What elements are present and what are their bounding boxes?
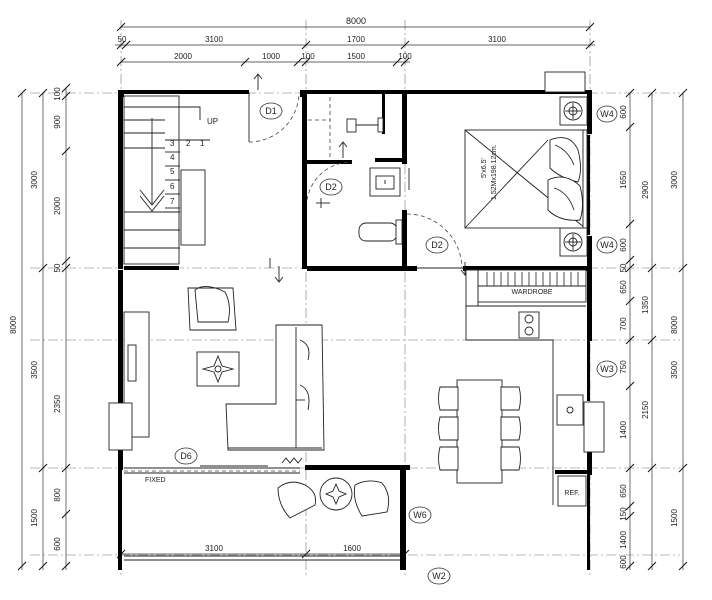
top-dimensions: 8000 50 3100 1700 3100 2000 1000 100 150… — [115, 16, 595, 67]
dim-left-1500: 1500 — [30, 509, 39, 527]
door-d2-bath-label: D2 — [325, 182, 337, 192]
wardrobe-label: WARDROBE — [512, 289, 553, 296]
dim-left-2350: 2350 — [53, 395, 62, 413]
dim-right-1500: 1500 — [670, 509, 679, 527]
fixed-label: FIXED — [145, 477, 166, 484]
dim-right-1400a: 1400 — [619, 421, 628, 439]
bed-size-feet: 5'x6.5' — [481, 158, 488, 178]
stair-center-wall — [180, 169, 206, 246]
dim-right-2900: 2900 — [641, 181, 650, 199]
dim-top-1000: 1000 — [262, 52, 280, 61]
armchair — [187, 287, 237, 331]
dim-right-600b: 600 — [619, 238, 628, 252]
dim-right-600c: 600 — [619, 555, 628, 569]
dim-left-100: 100 — [53, 87, 62, 101]
dim-right-8000: 8000 — [670, 316, 679, 334]
porch-side-table — [319, 477, 353, 511]
door-d2-bedroom[interactable]: D2 — [406, 213, 470, 276]
l-sofa — [225, 324, 325, 451]
living-room — [108, 258, 325, 451]
dim-top-3100-right: 3100 — [488, 35, 506, 44]
kitchen-sink — [556, 394, 584, 426]
dim-top-1700: 1700 — [347, 35, 365, 44]
dim-right-1650: 1650 — [619, 171, 628, 189]
dim-right-2150: 2150 — [641, 401, 650, 419]
porch-chair-right — [353, 480, 390, 517]
stair-step-7: 7 — [170, 197, 175, 206]
cooktop — [518, 311, 540, 339]
dim-right-3500: 3500 — [670, 361, 679, 379]
dim-right-50: 50 — [619, 263, 628, 272]
stair-step-4: 4 — [170, 153, 175, 162]
shower-head — [346, 118, 357, 133]
ac-unit — [544, 71, 586, 93]
television — [127, 344, 137, 382]
living-window-frame — [108, 402, 133, 451]
right-dimensions: 600 1650 600 50 650 700 750 1400 650 150… — [619, 88, 688, 571]
refrigerator-label: REF. — [564, 490, 579, 497]
door-d2-bedroom-label: D2 — [431, 240, 443, 250]
stair-up-label: UP — [207, 117, 218, 126]
window-w3[interactable]: W3 — [600, 364, 614, 374]
kitchen: REF. W3 — [465, 305, 618, 507]
dim-left-800: 800 — [53, 488, 62, 502]
stair-step-5: 5 — [170, 167, 175, 176]
door-d6-label: D6 — [180, 451, 192, 461]
stair-step-1: 1 — [200, 139, 205, 148]
dim-top-50: 50 — [118, 35, 127, 44]
bedroom: 5'x6.5' 1.52Mx198.12cm. W4 W4 — [464, 71, 618, 257]
dim-right-3000: 3000 — [670, 171, 679, 189]
window-w2[interactable]: W2 — [432, 571, 446, 581]
window-w4-bottom[interactable]: W4 — [600, 240, 614, 250]
dim-right-750: 750 — [619, 360, 628, 374]
dim-right-650b: 650 — [619, 484, 628, 498]
dim-top-100b: 100 — [398, 52, 412, 61]
dim-left-3500: 3500 — [30, 361, 39, 379]
door-d6[interactable]: D6 — [124, 447, 303, 474]
window-w6[interactable]: W6 — [413, 510, 427, 520]
dim-left-8000: 8000 — [9, 316, 18, 334]
stair-step-6: 6 — [170, 182, 175, 191]
wardrobe: WARDROBE — [465, 269, 587, 307]
porch-chair-left — [277, 481, 316, 519]
walls — [118, 90, 592, 570]
door-d1[interactable]: D1 — [248, 73, 300, 143]
door-d1-label: D1 — [265, 106, 277, 116]
dim-left-3000: 3000 — [30, 171, 39, 189]
window-w4-top[interactable]: W4 — [600, 109, 614, 119]
dim-right-650a: 650 — [619, 280, 628, 294]
dim-bottom-1600: 1600 — [343, 544, 361, 553]
staircase: UP 3 2 1 4 5 6 7 — [123, 95, 218, 265]
stair-step-3: 3 — [170, 139, 175, 148]
dim-right-700: 700 — [619, 317, 628, 331]
dim-bottom-3100: 3100 — [205, 544, 223, 553]
dim-right-1400b: 1400 — [619, 531, 628, 549]
stair-step-2: 2 — [186, 139, 191, 148]
toilet — [358, 222, 398, 242]
dim-right-150: 150 — [619, 507, 628, 521]
bathroom — [306, 97, 410, 245]
dim-top-3100-left: 3100 — [205, 35, 223, 44]
bed-size-metric: 1.52Mx198.12cm. — [491, 144, 498, 200]
dim-left-50: 50 — [53, 263, 62, 272]
dim-top-2000: 2000 — [174, 52, 192, 61]
dim-top-100a: 100 — [301, 52, 315, 61]
refrigerator — [557, 475, 587, 507]
dim-left-900: 900 — [53, 115, 62, 129]
dim-left-600: 600 — [53, 537, 62, 551]
dining-table — [456, 379, 503, 484]
door-d2-bath[interactable]: D2 — [319, 178, 343, 196]
dim-left-2000: 2000 — [53, 197, 62, 215]
dining-set — [438, 379, 521, 484]
dim-right-1350: 1350 — [641, 296, 650, 314]
dim-right-600a: 600 — [619, 105, 628, 119]
porch: FIXED W6 W2 — [124, 477, 451, 585]
dim-top-overall: 8000 — [346, 16, 366, 26]
left-dimensions: 8000 3000 3500 1500 100 900 2000 50 2350… — [9, 83, 71, 571]
dim-top-1500: 1500 — [347, 52, 365, 61]
